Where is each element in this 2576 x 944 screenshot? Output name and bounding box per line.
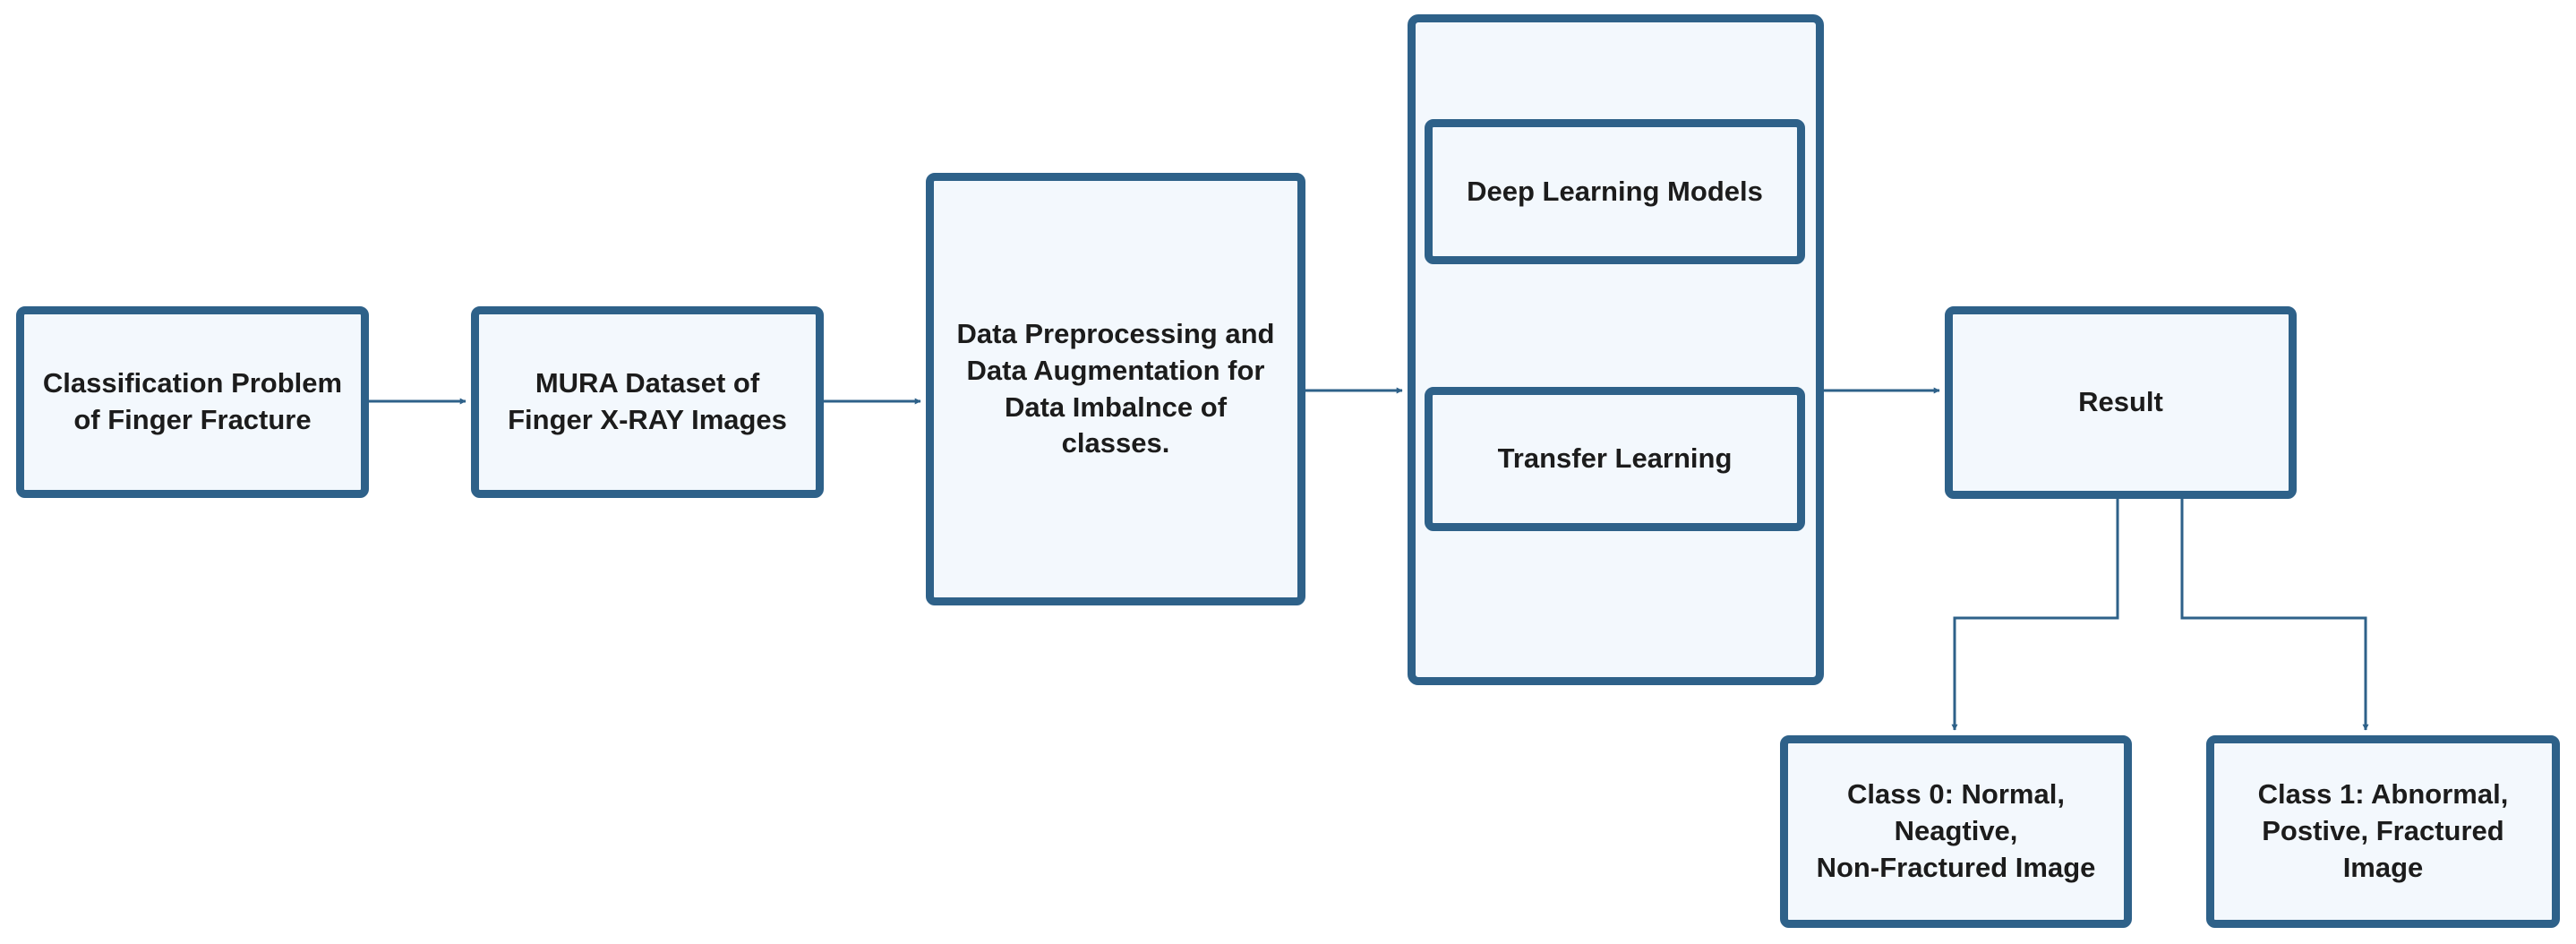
node-mura-dataset: MURA Dataset of Finger X-RAY Images: [471, 306, 824, 498]
edge-result-to-class0: [1951, 499, 2119, 731]
node-class1: Class 1: Abnormal, Postive, Fractured Im…: [2206, 735, 2560, 928]
node-data-preprocessing-label: Data Preprocessing and Data Augmentation…: [956, 317, 1275, 459]
node-class0-label: Class 0: Normal, Neagtive, Non-Fractured…: [1816, 778, 2096, 883]
node-data-preprocessing: Data Preprocessing and Data Augmentation…: [926, 173, 1305, 605]
node-classification-problem: Classification Problem of Finger Fractur…: [16, 306, 369, 498]
models-group-container: [1408, 14, 1824, 685]
node-result: Result: [1945, 306, 2297, 499]
node-deep-learning-models-label: Deep Learning Models: [1467, 175, 1763, 207]
edge-result-to-class1: [2180, 499, 2369, 731]
node-classification-problem-label: Classification Problem of Finger Fractur…: [42, 367, 343, 435]
node-class1-label: Class 1: Abnormal, Postive, Fractured Im…: [2257, 778, 2509, 883]
node-transfer-learning-label: Transfer Learning: [1497, 442, 1733, 475]
node-mura-dataset-label: MURA Dataset of Finger X-RAY Images: [508, 367, 787, 435]
node-class0: Class 0: Normal, Neagtive, Non-Fractured…: [1780, 735, 2132, 928]
node-deep-learning-models: Deep Learning Models: [1425, 119, 1805, 264]
node-result-label: Result: [2078, 386, 2163, 418]
node-transfer-learning: Transfer Learning: [1425, 387, 1805, 531]
